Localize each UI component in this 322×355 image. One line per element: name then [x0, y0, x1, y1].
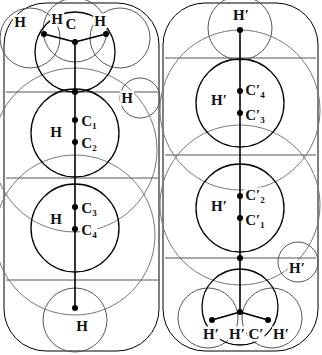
atom-dot — [41, 31, 47, 37]
atom-dot — [72, 226, 78, 232]
atom-label: H′ — [288, 261, 306, 276]
bond-axis — [74, 42, 76, 308]
boundary-line — [6, 178, 158, 179]
atom-label: H′ — [210, 199, 228, 214]
atom-dot — [237, 255, 243, 261]
atom-label: H — [50, 12, 64, 27]
atom-label: C′₄ — [244, 83, 266, 98]
molecule-outline — [163, 3, 318, 351]
bond-line — [75, 34, 106, 42]
atom-label: H′ — [210, 93, 228, 108]
atom-label: C′ — [247, 327, 264, 342]
atom-sphere — [242, 288, 302, 348]
atom-label: C₄ — [80, 223, 97, 238]
bond-line — [240, 312, 268, 320]
bond-line — [212, 312, 240, 320]
atom-label: C′₁ — [244, 213, 266, 228]
atom-sphere — [0, 68, 157, 232]
atom-label: H′ — [228, 327, 246, 342]
atom-dot — [72, 117, 78, 123]
atom-dot — [72, 39, 78, 45]
atom-label: C₁ — [80, 114, 97, 129]
atom-dot — [237, 27, 243, 33]
atom-dot — [265, 317, 271, 323]
atom-label: H′ — [272, 327, 290, 342]
atom-label: H — [93, 14, 107, 29]
atom-sphere — [120, 78, 160, 118]
atom-sphere — [278, 242, 318, 282]
atom-dot — [237, 110, 243, 116]
atom-dot — [72, 204, 78, 210]
bond-line — [44, 34, 75, 42]
atom-label: C — [65, 17, 78, 32]
atom-dot — [72, 89, 78, 95]
atom-label: C₂ — [80, 136, 97, 151]
atom-label: H′ — [202, 327, 220, 342]
atom-dot — [103, 31, 109, 37]
atom-sphere — [0, 155, 155, 315]
atom-label: H — [120, 91, 134, 106]
atom-label: H — [75, 319, 89, 334]
atom-dot — [72, 139, 78, 145]
atom-label: H — [49, 125, 63, 140]
atom-label: H — [13, 15, 27, 30]
atom-label: C′₃ — [244, 108, 266, 123]
atom-dot — [237, 193, 243, 199]
atom-dot — [209, 317, 215, 323]
atom-label: H — [49, 212, 63, 227]
boundary-line — [6, 280, 158, 281]
atom-dot — [72, 305, 78, 311]
atom-dot — [237, 215, 243, 221]
atom-label: C₃ — [80, 201, 97, 216]
atom-dot — [237, 309, 243, 315]
atom-dot — [237, 88, 243, 94]
atom-label: C′₂ — [244, 188, 266, 203]
atom-label: H′ — [232, 8, 250, 23]
atom-sphere — [90, 8, 150, 68]
bond-axis — [239, 30, 241, 312]
